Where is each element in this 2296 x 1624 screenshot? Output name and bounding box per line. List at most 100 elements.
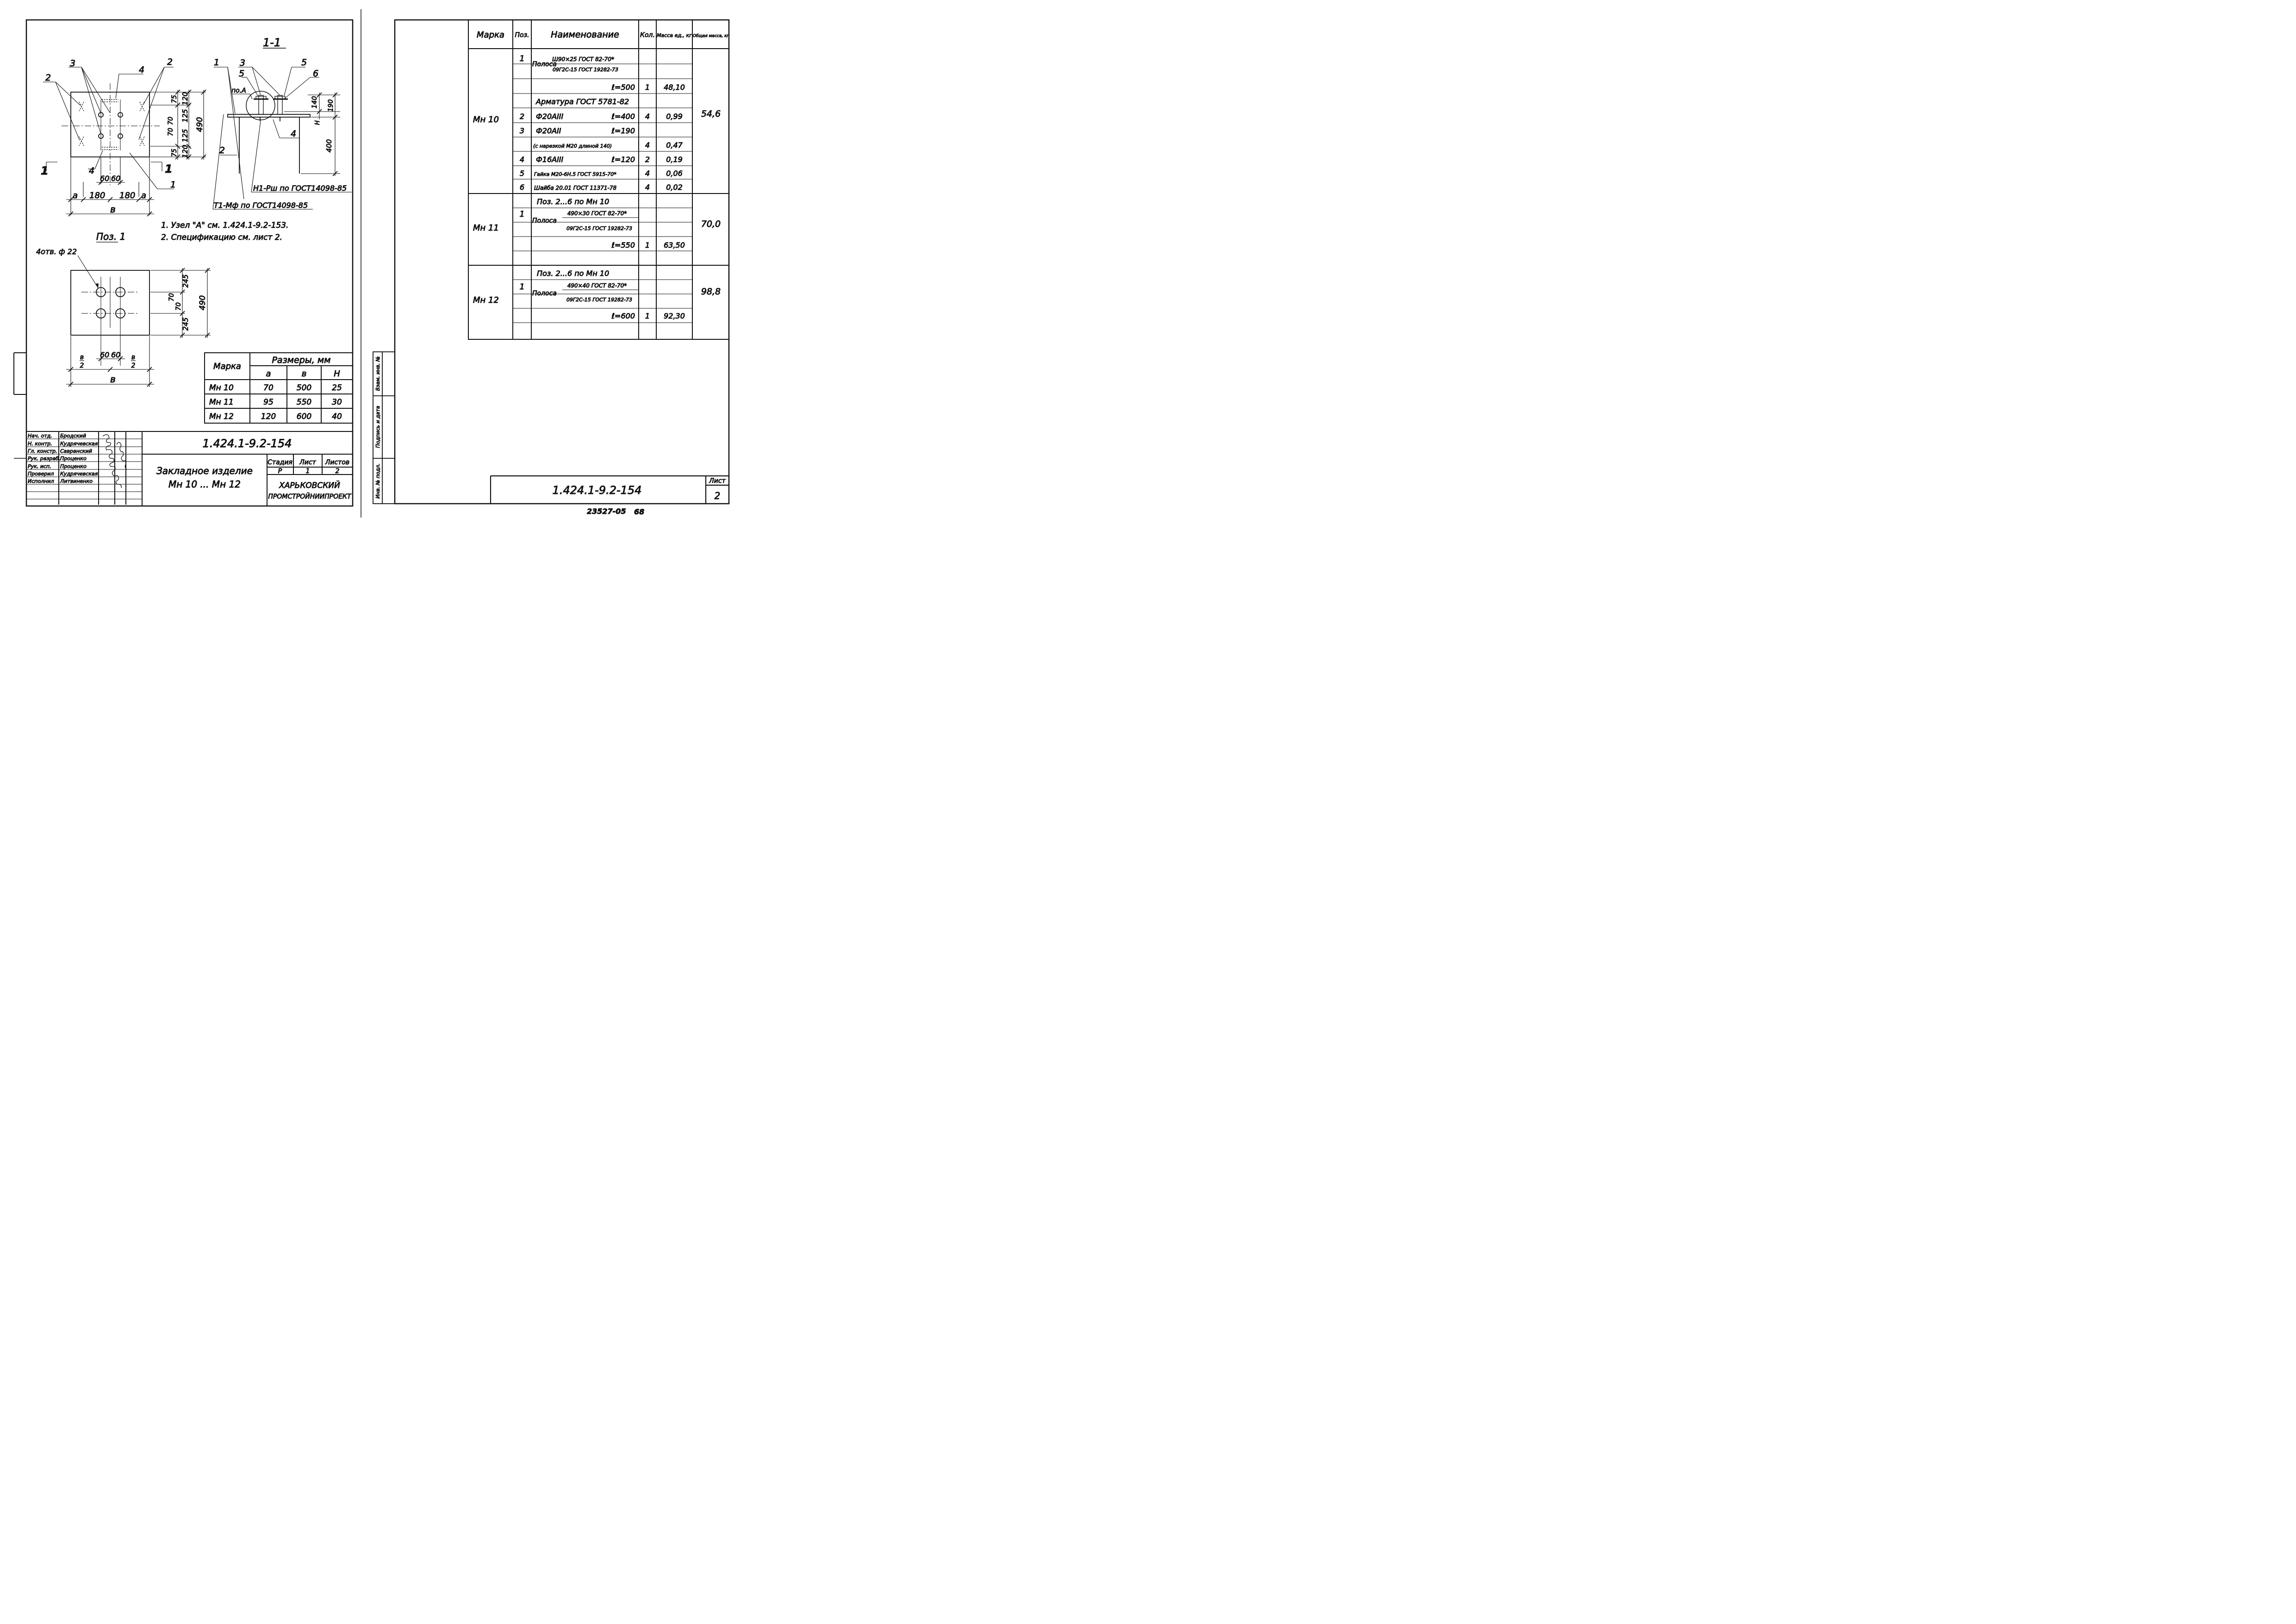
side-stamp-inv: Инв. № подл. [375, 463, 381, 499]
spec-name: Полоса [532, 290, 557, 297]
spec-right: ℓ=500 [611, 83, 635, 92]
plan-dim-60-right: 60 [111, 174, 120, 183]
sheets-value: 2 [336, 468, 340, 475]
sign-name: Бродский [60, 433, 86, 439]
spec-mass: 0,02 [666, 183, 683, 192]
sign-role: Рук. исп. [28, 463, 51, 469]
spec-marka-mn12: Мн 12 [473, 295, 499, 305]
spec-frac-top: Ш90×25 ГОСТ 82-70* [552, 56, 614, 62]
plan-dim-180-left: 180 [89, 191, 105, 200]
spec-name: Ф20АII [536, 126, 561, 135]
sign-role: Нач. отд. [28, 433, 52, 439]
footer-page: 68 [634, 507, 644, 516]
spec-name: Поз. 2...6 по Мн 10 [537, 197, 609, 206]
note-1: 1. Узел "А" см. 1.424.1-9.2-153. [161, 221, 288, 230]
plan-view [43, 67, 206, 217]
plan-callout-2-left: 2 [45, 73, 51, 83]
plan-dim-70-bottom: 70 [167, 128, 174, 136]
dim-row-marka: Мн 12 [209, 412, 234, 421]
spec-mass: 0,19 [666, 155, 683, 164]
section-view [212, 48, 352, 210]
plan-dim-125-top: 125 [181, 109, 189, 123]
sec-callout-4: 4 [291, 129, 296, 139]
spec-pos: 3 [520, 126, 524, 135]
plan-callout-1: 1 [170, 180, 176, 190]
dim-table-header-marka: Марка [213, 362, 241, 371]
dim-row-marka: Мн 11 [209, 398, 234, 407]
spec-right: ℓ=120 [611, 155, 635, 164]
pos1-dim-245-bottom: 245 [181, 318, 190, 331]
weld-t1: Т1-Мф по ГОСТ14098-85 [214, 201, 308, 210]
plan-dim-490: 490 [195, 117, 205, 132]
spec-qty: 1 [645, 241, 650, 250]
spec-frac-top: 490×30 ГОСТ 82-70* [567, 210, 627, 217]
spec-header-qty: Кол. [640, 31, 655, 39]
title-block-code: 1.424.1-9.2-154 [203, 437, 292, 450]
spec-pos: 6 [520, 183, 524, 192]
spec-mass: 63,50 [664, 241, 685, 250]
spec-mass: 0,99 [666, 112, 683, 121]
spec-pos: 1 [520, 54, 525, 63]
right-sheet-num: 2 [715, 490, 721, 501]
right-sheet [373, 19, 730, 505]
spec-qty: 4 [645, 169, 650, 178]
sec-callout-5-right: 5 [301, 57, 307, 68]
spec-mass: 0,47 [666, 141, 683, 150]
spec-frac-top: 490×40 ГОСТ 82-70* [567, 282, 627, 289]
pos1-dim-70-bottom: 70 [175, 302, 182, 311]
spec-right: ℓ=550 [611, 241, 635, 250]
sec-callout-6: 6 [313, 69, 318, 79]
sign-name: Савранский [60, 448, 92, 454]
sign-name: Литвиненко [60, 478, 93, 484]
dim-row-h: 40 [332, 412, 342, 421]
dim-table-grid [204, 352, 353, 424]
dim-row-a: 95 [263, 398, 274, 407]
plan-dim-75-bottom: 75 [171, 149, 178, 157]
pos1-view [66, 242, 211, 387]
sheet-header: Лист [299, 459, 316, 466]
spec-qty: 4 [645, 112, 650, 121]
spec-frac-bot: 09Г2С-15 ГОСТ 19282-73 [553, 67, 618, 73]
spec-qty: 2 [645, 155, 650, 164]
spec-table-grid [468, 19, 729, 340]
pos1-dim-70-top: 70 [168, 293, 175, 301]
spec-marka-mn11: Мн 11 [473, 223, 499, 233]
dim-row-b: 500 [297, 383, 311, 393]
right-code: 1.424.1-9.2-154 [553, 484, 642, 497]
dim-table-sub-b: в [302, 369, 307, 379]
title-block-grid [26, 431, 353, 506]
left-sheet [13, 9, 361, 518]
dim-row-b: 600 [297, 412, 311, 421]
dim-row-marka: Мн 10 [209, 383, 234, 393]
dim-table-sub-a: а [266, 369, 271, 379]
spec-total-mn12: 98,8 [701, 287, 721, 297]
spec-name: Гайка М20-6Н.5 ГОСТ 5915-70* [534, 171, 616, 177]
org-line-1: ХАРЬКОВСКИЙ [279, 480, 340, 490]
section-title: 1-1 [263, 36, 281, 49]
pos1-dim-245-top: 245 [181, 275, 190, 288]
bottom-stamp-grid [490, 475, 729, 504]
dim-row-a: 120 [261, 412, 276, 421]
spec-qty: 4 [645, 141, 650, 150]
sec-callout-5-left: 5 [239, 69, 244, 79]
spec-pos: 1 [520, 282, 525, 292]
plan-dim-b: в [110, 204, 116, 215]
spec-pos: 1 [520, 210, 525, 219]
spec-frac-bot: 09Г2С-15 ГОСТ 19282-73 [566, 297, 632, 303]
sheets-header: Листов [325, 459, 349, 466]
dim-row-h: 25 [332, 383, 342, 393]
sheet-value: 1 [306, 468, 310, 475]
spec-pos: 2 [520, 112, 524, 121]
pos1-dim-60-left: 60 [100, 350, 109, 359]
sign-role: Н. контр. [28, 441, 52, 447]
footer-number: 23527-05 [587, 507, 626, 516]
plan-dim-70-top: 70 [167, 117, 174, 125]
plan-dim-125-bottom: 125 [181, 129, 189, 143]
plan-callout-4-top: 4 [139, 65, 144, 75]
spec-header-pos: Поз. [515, 31, 529, 39]
plan-dim-60-left: 60 [100, 174, 109, 183]
spec-mass: 0,06 [666, 169, 683, 178]
title-line-1: Закладное изделие [156, 465, 253, 476]
spec-name: Полоса [532, 61, 557, 68]
spec-header-name: Наименование [551, 30, 619, 40]
